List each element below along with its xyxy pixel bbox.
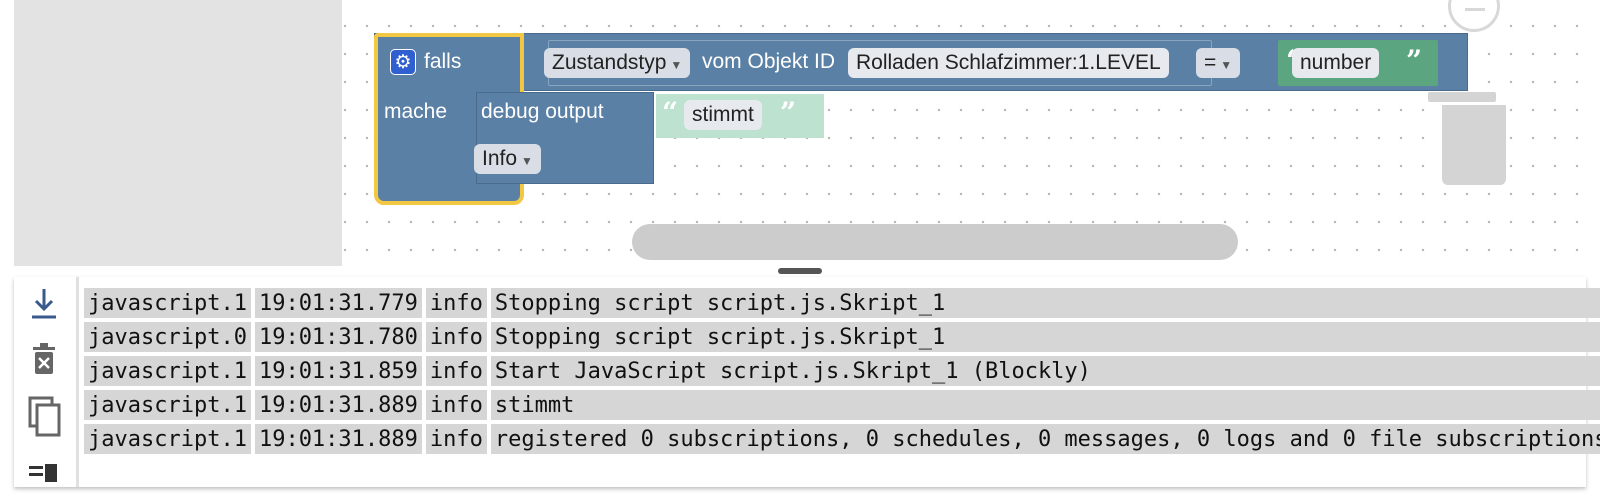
close-quote-icon: ” — [780, 96, 797, 129]
log-message: Start JavaScript script.js.Skript_1 (Blo… — [490, 356, 1600, 386]
copy-icon[interactable] — [26, 395, 62, 437]
log-source: javascript.1 — [84, 356, 251, 386]
log-level: info — [425, 288, 487, 318]
debug-label: debug output — [481, 100, 604, 123]
gear-icon[interactable]: ⚙ — [390, 49, 416, 75]
close-quote-icon: ” — [1406, 44, 1423, 77]
log-message: registered 0 subscriptions, 0 schedules,… — [490, 424, 1600, 454]
of-object-label: vom Objekt ID — [702, 50, 836, 73]
log-level: info — [425, 322, 487, 352]
trash-icon[interactable] — [1442, 105, 1506, 185]
do-label: mache — [384, 100, 448, 123]
log-source: javascript.1 — [84, 424, 251, 454]
log-time: 19:01:31.859 — [254, 356, 422, 386]
log-message: Stopping script script.js.Skript_1 — [490, 322, 1600, 352]
text-block[interactable]: “ number ” — [1278, 40, 1438, 86]
log-time: 19:01:31.780 — [254, 322, 422, 352]
trash-lid-icon — [1428, 92, 1496, 102]
log-time: 19:01:31.889 — [254, 390, 422, 420]
log-level-dropdown[interactable]: Info▼ — [474, 144, 541, 174]
if-label: falls — [424, 50, 462, 73]
horizontal-scrollbar[interactable] — [632, 224, 1238, 260]
state-type-value: Zustandstyp — [552, 51, 667, 74]
toolbar-divider — [76, 277, 79, 487]
object-id-field[interactable]: Rolladen Schlafzimmer:1.LEVEL — [848, 48, 1169, 78]
log-message: Stopping script script.js.Skript_1 — [490, 288, 1600, 318]
blockly-flyout — [14, 0, 342, 266]
log-source: javascript.1 — [84, 390, 251, 420]
download-icon[interactable] — [26, 285, 62, 325]
log-message: stimmt — [490, 390, 1600, 420]
log-level: info — [425, 356, 487, 386]
panel-resize-handle[interactable] — [778, 268, 822, 274]
operator-value: = — [1204, 51, 1217, 74]
open-quote-icon: “ — [662, 96, 679, 129]
log-source: javascript.0 — [84, 322, 251, 352]
state-type-dropdown[interactable]: Zustandstyp▼ — [544, 48, 691, 78]
debug-text-field[interactable]: stimmt — [684, 100, 762, 130]
list-icon[interactable] — [26, 453, 62, 482]
debug-text-block[interactable]: “ stimmt ” — [656, 94, 824, 138]
log-toolbar — [14, 277, 76, 487]
log-source: javascript.1 — [84, 288, 251, 318]
compare-text-field[interactable]: number — [1292, 48, 1380, 78]
trash-icon[interactable] — [26, 341, 62, 381]
chevron-down-icon: ▼ — [1220, 58, 1233, 72]
log-level: info — [425, 390, 487, 420]
log-time: 19:01:31.779 — [254, 288, 422, 318]
operator-dropdown[interactable]: =▼ — [1196, 48, 1241, 78]
log-level: info — [425, 424, 487, 454]
chevron-down-icon: ▼ — [521, 154, 533, 168]
log-time: 19:01:31.889 — [254, 424, 422, 454]
chevron-down-icon: ▼ — [670, 58, 683, 72]
log-level-value: Info — [482, 147, 518, 170]
